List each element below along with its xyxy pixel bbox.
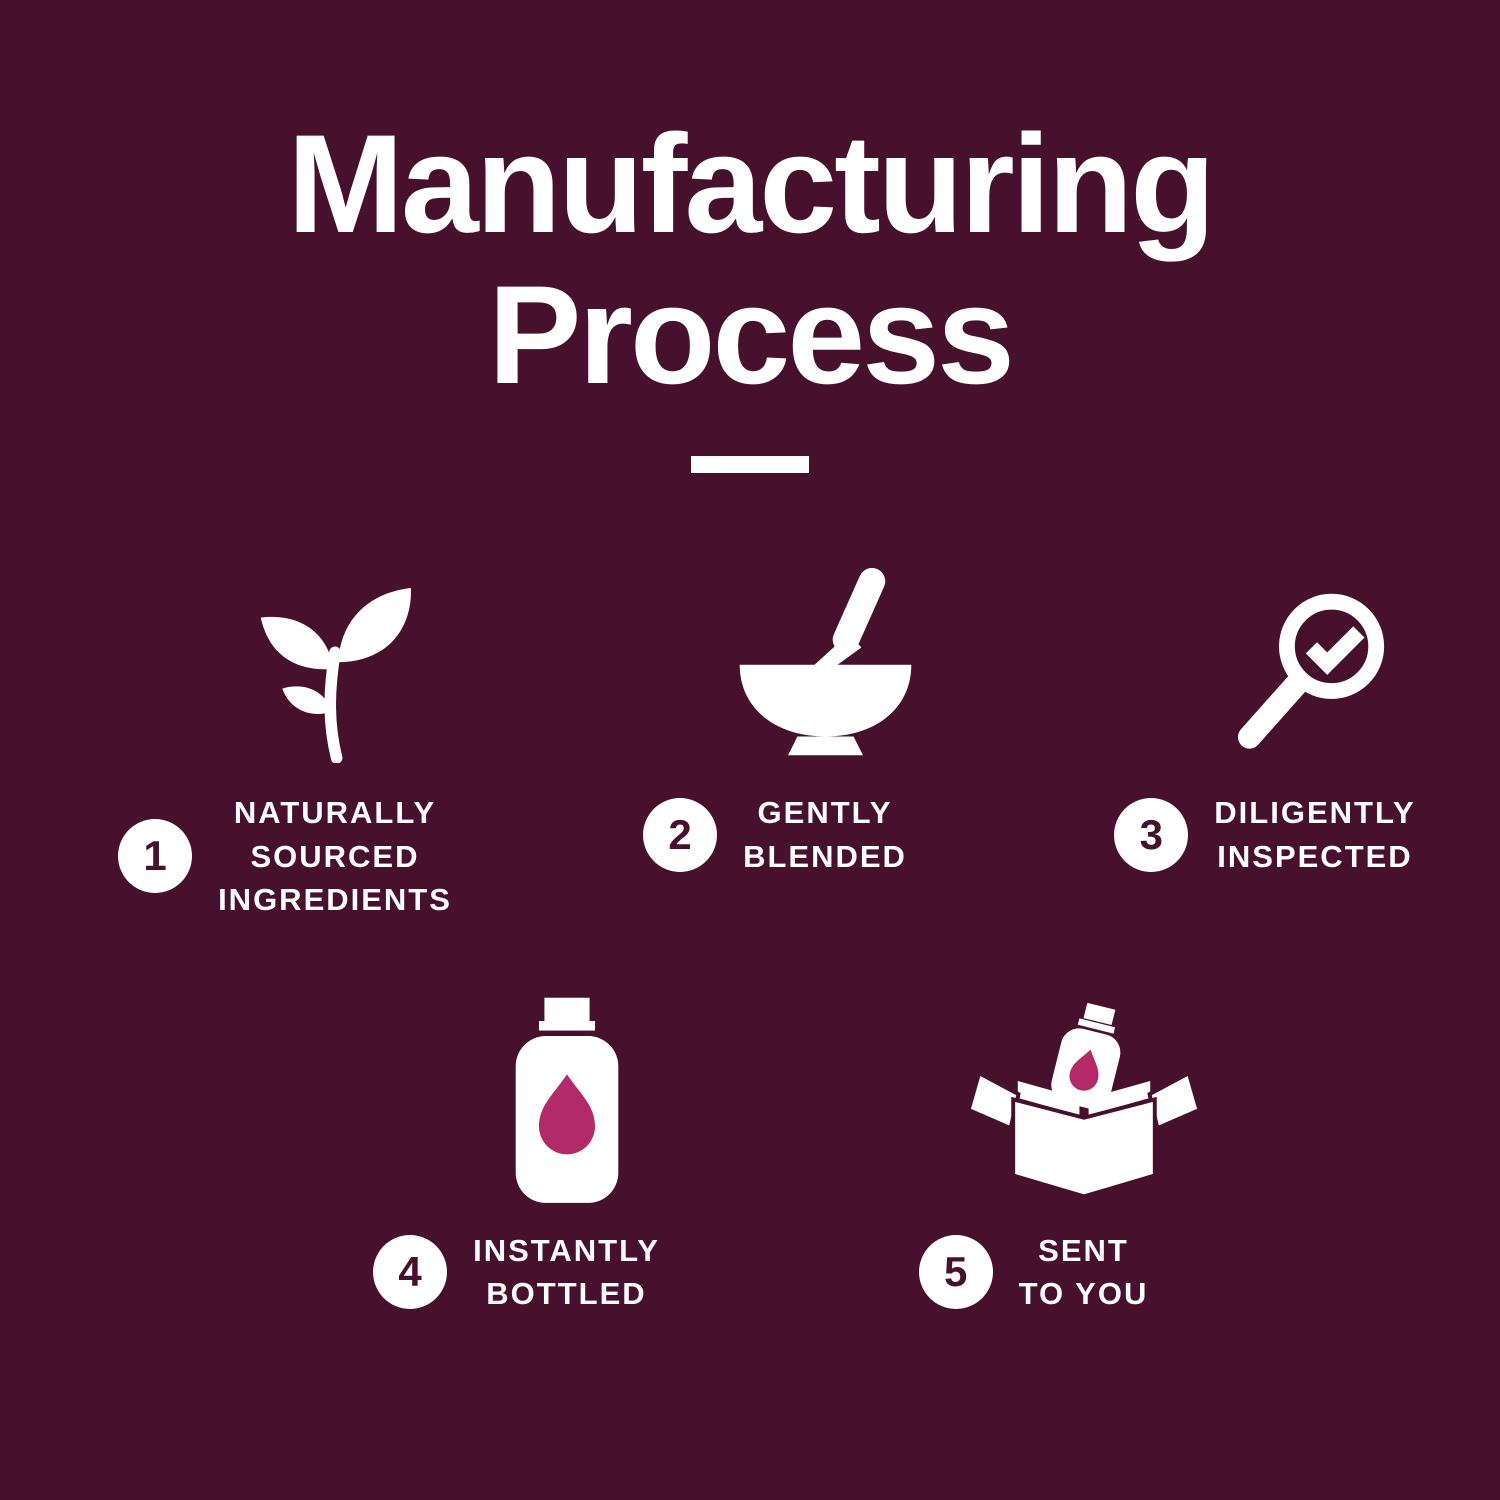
- step-number: 1: [143, 832, 167, 880]
- infographic-manufacturing-process: Manufacturing Process 1 NATURALLY SOURCE…: [0, 0, 1500, 1316]
- step-label: INSTANTLY BOTTLED: [473, 1232, 660, 1311]
- step-number-badge: 2: [643, 797, 718, 872]
- steps-row-bottom: 4 INSTANTLY BOTTLED: [75, 992, 1500, 1316]
- steps-row-top: 1 NATURALLY SOURCED INGREDIENTS 2 GENTLY…: [75, 563, 1500, 921]
- step-naturally-sourced: 1 NATURALLY SOURCED INGREDIENTS: [90, 563, 580, 921]
- step-label: SENT TO YOU: [1018, 1232, 1149, 1311]
- bottle-icon: [502, 992, 632, 1207]
- step-number: 2: [668, 810, 692, 858]
- step-number-badge: 1: [118, 819, 193, 894]
- step-number-badge: 5: [918, 1234, 993, 1309]
- step-label: NATURALLY SOURCED INGREDIENTS: [218, 795, 452, 918]
- step-number: 3: [1139, 810, 1163, 858]
- step-sent-to-you: 5 SENT TO YOU: [825, 992, 1342, 1316]
- step-caption: 1 NATURALLY SOURCED INGREDIENTS: [118, 791, 452, 921]
- step-number: 4: [398, 1247, 422, 1295]
- step-label: DILIGENTLY INSPECTED: [1214, 795, 1416, 874]
- step-number-badge: 3: [1114, 797, 1189, 872]
- step-caption: 4 INSTANTLY BOTTLED: [373, 1229, 660, 1316]
- page-title-line2: Process: [488, 256, 1015, 414]
- step-number-badge: 4: [373, 1234, 448, 1309]
- bowl-whisk-icon: [724, 563, 927, 763]
- shipping-box-icon: [965, 992, 1202, 1207]
- magnifier-check-icon: [1225, 563, 1405, 763]
- title-underline-dash: [691, 456, 809, 474]
- step-caption: 2 GENTLY BLENDED: [643, 791, 907, 878]
- step-label: GENTLY BLENDED: [743, 795, 907, 874]
- step-caption: 5 SENT TO YOU: [918, 1229, 1149, 1316]
- header: Manufacturing Process: [0, 0, 1500, 474]
- page-title: Manufacturing Process: [0, 105, 1500, 414]
- step-diligently-inspected: 3 DILIGENTLY INSPECTED: [1070, 563, 1500, 921]
- plant-icon: [236, 563, 434, 764]
- step-number: 5: [943, 1247, 968, 1295]
- step-gently-blended: 2 GENTLY BLENDED: [580, 563, 1070, 921]
- step-caption: 3 DILIGENTLY INSPECTED: [1114, 791, 1415, 878]
- page-title-line1: Manufacturing: [287, 105, 1215, 262]
- step-instantly-bottled: 4 INSTANTLY BOTTLED: [308, 992, 825, 1316]
